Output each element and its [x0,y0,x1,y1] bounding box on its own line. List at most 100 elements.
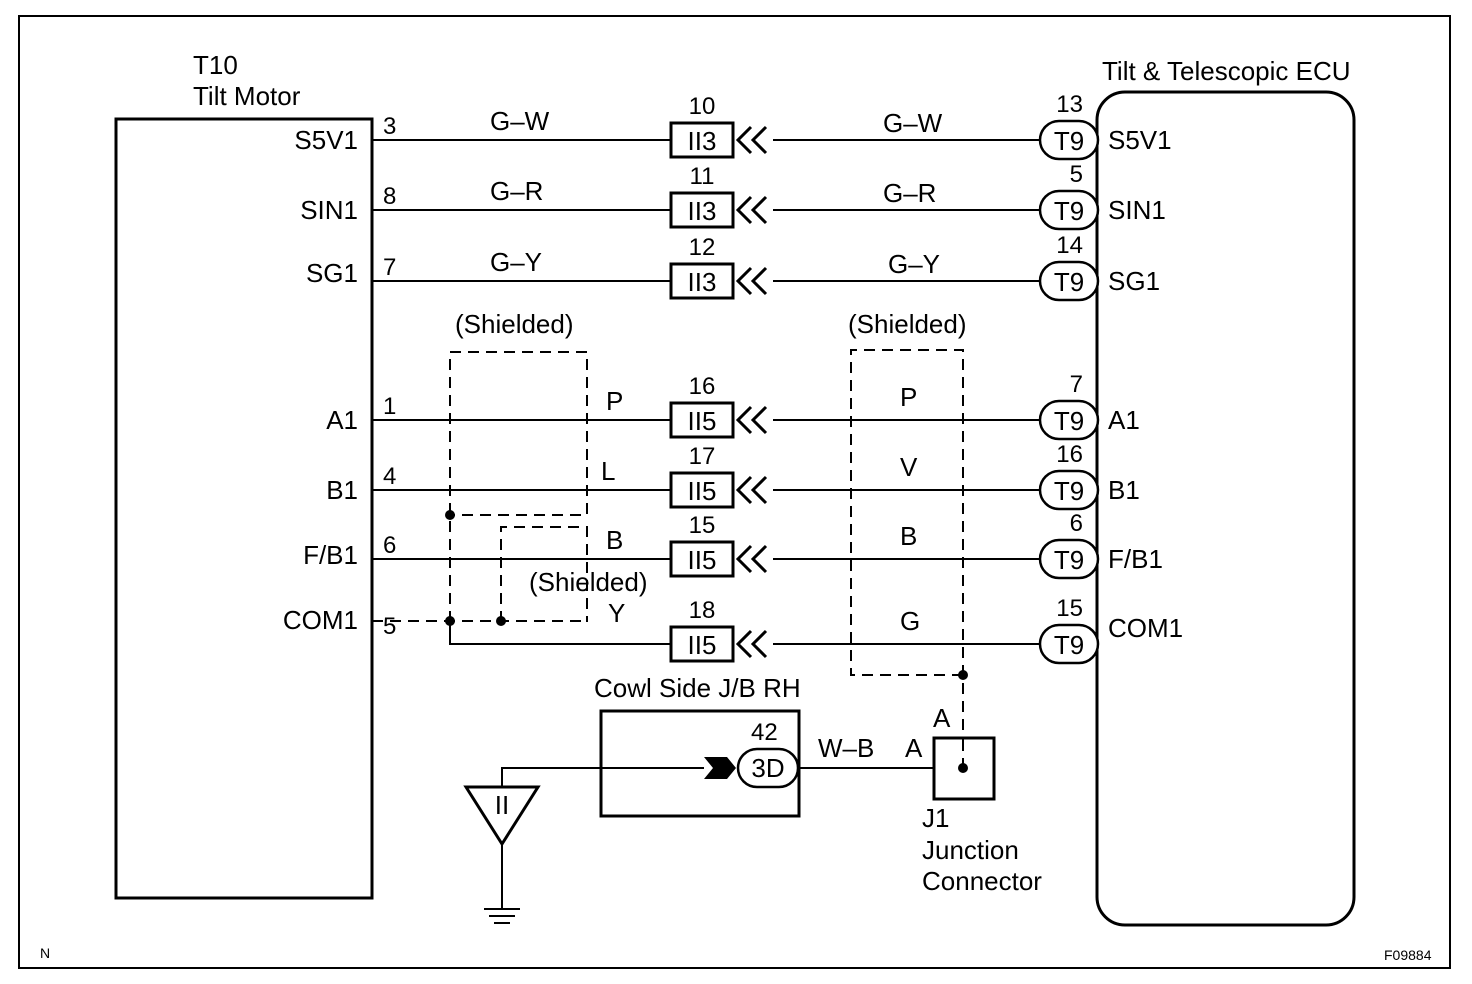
wire-color-motor-side-b1: L [601,456,615,486]
junction-pin-a1: 16 [689,373,716,400]
ecu-connector-label-b1: T9 [1054,476,1084,506]
motor-pin-a1: 1 [383,393,396,420]
junction-connector-label-b1: II5 [688,476,717,506]
wire-color-motor-side-com1: Y [608,598,625,628]
ecu-pin-sin1: 5 [1070,161,1083,188]
wire-color-ecu-side-a1: P [900,382,917,412]
junction-pin-fb1: 15 [689,512,716,539]
wire-color-ecu-side-com1: G [900,606,920,636]
junction-connector-com1 [669,625,735,663]
junction-connector-b1 [669,471,735,509]
wire-color-motor-side-sin1: G–R [490,176,543,206]
ecu-connector-label-com1: T9 [1054,630,1084,660]
junction-connector-label-sin1: II3 [688,196,717,226]
junction-pin-com1: 18 [689,597,716,624]
corner-mark-left: N [40,945,50,961]
shield-left-upper-outline [449,351,588,622]
connector-chevron-icon [735,629,768,659]
cowl-jb-pin-arrow-icon [704,757,736,779]
ground-point-icon [463,785,541,847]
ecu-connector-fb1 [1038,538,1100,580]
ecu-body [1095,90,1356,927]
ecu-connector-s5v1 [1038,119,1100,161]
ecu-terminal-fb1: F/B1 [1108,544,1163,574]
com1-shield-drain [372,616,671,645]
motor-terminal-s5v1: S5V1 [294,125,358,155]
junction-connector-label-com1: II5 [688,630,717,660]
shield-right-node [958,670,968,680]
junction-connector-a1 [669,401,735,439]
figure-id: F09884 [1384,947,1432,963]
ecu-terminal-sg1: SG1 [1108,266,1160,296]
junction-connector-sin1 [669,191,735,229]
connector-chevron-icon [735,125,768,155]
junction-connector-sg1 [669,262,735,300]
motor-pin-b1: 4 [383,463,396,490]
wire-color-motor-side-sg1: G–Y [490,247,542,277]
j1-name-line1: Junction [922,835,1019,865]
junction-pin-sg1: 12 [689,234,716,261]
j1-code: J1 [922,803,949,833]
tilt-motor-code: T10 [193,50,238,80]
shield-left-lower: (Shielded) [496,526,648,626]
motor-terminal-a1: A1 [326,405,358,435]
motor-pin-com1: 5 [383,613,396,640]
wire-color-ecu-side-s5v1: G–W [883,108,943,138]
ecu-connector-sin1 [1038,189,1100,231]
tilt-motor: T10 Tilt Motor [114,50,374,900]
ecu-terminal-com1: COM1 [1108,613,1183,643]
wire-color-ecu-side-fb1: B [900,521,917,551]
motor-pin-sg1: 7 [383,254,396,281]
cowl-jb-connector-label: 3D [751,753,784,783]
shield-label-right: (Shielded) [848,309,967,339]
motor-terminal-com1: COM1 [283,605,358,635]
j1-body [932,736,996,801]
wire-color-motor-side-a1: P [606,386,623,416]
shield-left-upper-node [445,510,455,520]
ecu-connector-b1 [1038,469,1100,511]
wire-color-ecu-side-sin1: G–R [883,178,936,208]
wire-color-ecu-side-sg1: G–Y [888,249,940,279]
junction-connector-label-sg1: II3 [688,267,717,297]
j1-pin-top: A [933,703,951,733]
ecu-pin-sg1: 14 [1056,232,1083,259]
wire-color-ecu-side-b1: V [900,452,918,482]
motor-terminal-fb1: F/B1 [303,540,358,570]
ecu-connector-a1 [1038,399,1100,441]
ground-wire-jb-side [501,767,704,787]
motor-pin-s5v1: 3 [383,113,396,140]
shield-right: (Shielded) [848,309,968,740]
cowl-jb-name: Cowl Side J/B RH [594,673,801,703]
connector-chevron-icon [735,266,768,296]
wire-color-motor-side-s5v1: G–W [490,106,550,136]
ecu-connector-sg1 [1038,260,1100,302]
connector-chevron-icon [735,544,768,574]
j1-pin-side: A [905,733,923,763]
ecu-pin-a1: 7 [1070,371,1083,398]
cowl-jb-body [599,709,801,818]
shield-left-upper: (Shielded) [445,309,588,622]
ecu-pin-b1: 16 [1056,441,1083,468]
motor-terminal-sg1: SG1 [306,258,358,288]
connector-chevron-icon [735,405,768,435]
motor-pin-fb1: 6 [383,532,396,559]
ecu-connector-label-sin1: T9 [1054,196,1084,226]
junction-pin-s5v1: 10 [689,93,716,120]
junction-connector-label-s5v1: II3 [688,126,717,156]
j1-junction-connector: A A J1 Junction Connector [905,703,1042,896]
junction-connector-fb1 [669,540,735,578]
ground-circuit: II W–B [463,733,934,924]
tilt-motor-body [114,117,374,900]
ecu-terminal-b1: B1 [1108,475,1140,505]
figure-frame [18,15,1451,969]
connector-chevron-icon [735,475,768,505]
junction-connector-label-fb1: II5 [688,545,717,575]
earth-ground-icon [484,908,520,924]
motor-terminal-b1: B1 [326,475,358,505]
wire-color-motor-side-fb1: B [606,525,623,555]
junction-connector-label-a1: II5 [688,406,717,436]
shield-label-left: (Shielded) [455,309,574,339]
cowl-jb-pin: 42 [751,719,778,746]
